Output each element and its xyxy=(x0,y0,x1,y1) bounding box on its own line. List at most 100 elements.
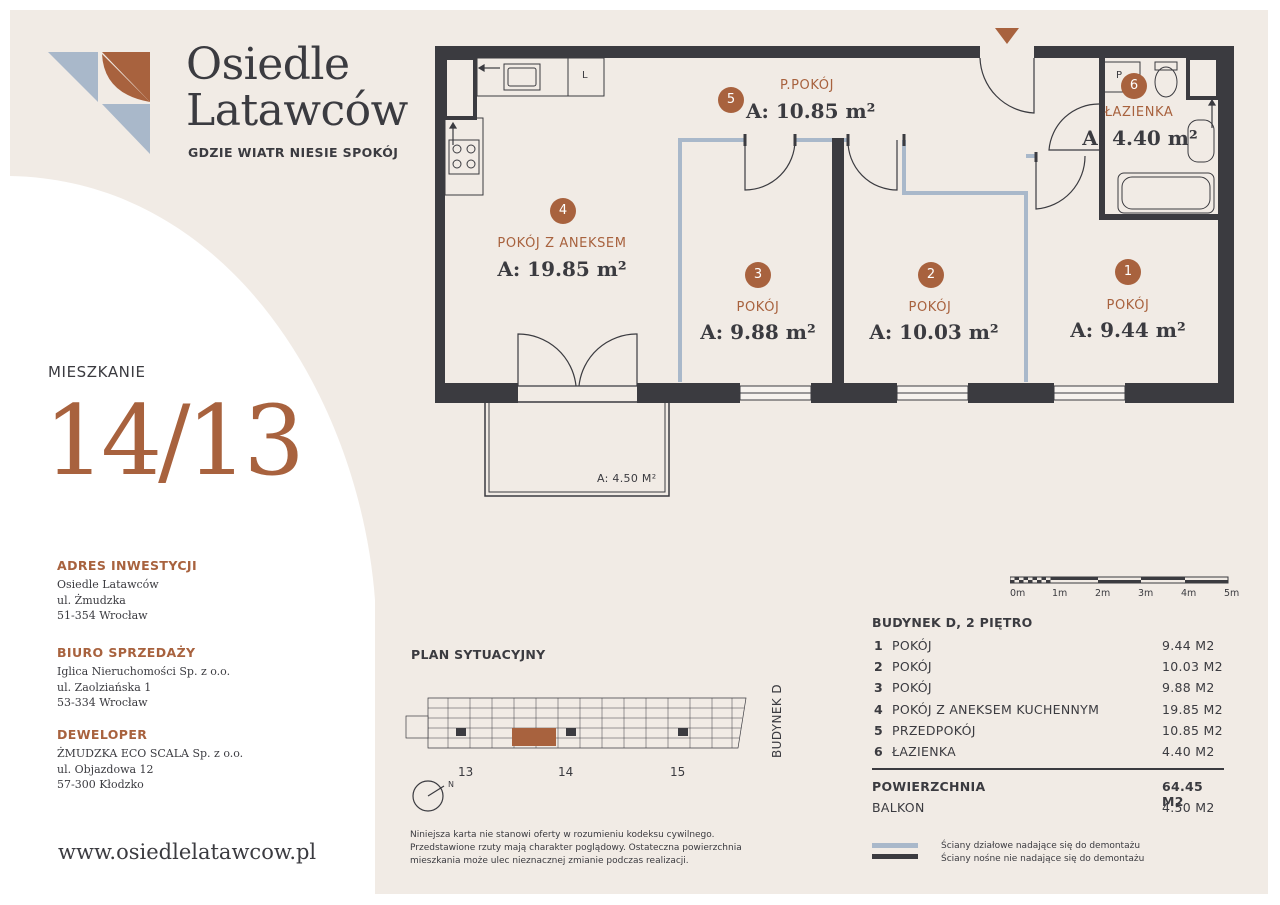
room-area: A: 19.85 m² xyxy=(497,257,627,281)
total-label: POWIERZCHNIA xyxy=(872,779,986,794)
room-name: POKÓJ xyxy=(908,300,952,315)
brand-title-line2: Latawców xyxy=(186,85,408,136)
site-plan-map xyxy=(405,697,747,749)
table-divider xyxy=(872,768,1224,770)
balcony-area: A: 4.50 M² xyxy=(597,472,657,485)
brand-title-line1: Osiedle xyxy=(186,39,350,90)
room-area: A: 4.40 m² xyxy=(1082,126,1198,150)
room-number-badge: 1 xyxy=(1115,259,1141,285)
stairwell-label: 14 xyxy=(558,765,574,779)
room-number-badge: 5 xyxy=(718,87,744,113)
room-area: A: 9.88 m² xyxy=(700,320,816,344)
compass-north-label: N xyxy=(448,780,454,789)
row-label: POKÓJ Z ANEKSEM KUCHENNYM xyxy=(892,702,1100,717)
legend-text-loadbearing: Ściany nośne nie nadające się do demonta… xyxy=(941,854,1145,864)
row-number: 3 xyxy=(874,680,883,695)
brand-tagline: GDZIE WIATR NIESIE SPOKÓJ xyxy=(188,145,399,160)
row-label: PRZEDPOKÓJ xyxy=(892,723,976,738)
row-number: 6 xyxy=(874,744,883,759)
fridge-label: L xyxy=(582,70,588,81)
area-table-row: 2 POKÓJ 10.03 M2 xyxy=(874,659,1224,679)
scale-label: 1m xyxy=(1052,588,1068,599)
balcony-row: BALKON 4.50 M2 xyxy=(872,800,1222,820)
legend-swatch-partition xyxy=(872,843,918,848)
developer-line: ul. Objazdowa 12 xyxy=(57,762,154,776)
website-link[interactable]: www.osiedlelatawcow.pl xyxy=(58,840,317,864)
building-title: BUDYNEK D, 2 PIĘTRO xyxy=(872,615,1033,630)
row-value: 4.40 M2 xyxy=(1162,744,1215,759)
unit-label: MIESZKANIE xyxy=(48,363,146,381)
brand-title: Osiedle Latawców xyxy=(186,42,408,134)
sales-office-line: Iglica Nieruchomości Sp. z o.o. xyxy=(57,665,231,678)
legend-swatch-loadbearing xyxy=(872,854,918,859)
room-name: POKÓJ xyxy=(1106,298,1150,313)
stairwell-label: 13 xyxy=(458,765,474,779)
sales-office-heading: BIURO SPRZEDAŻY xyxy=(57,645,196,660)
sales-office-line: ul. Zaolziańska 1 xyxy=(57,680,152,694)
sales-office-lines: Iglica Nieruchomości Sp. z o.o. ul. Zaol… xyxy=(57,664,230,711)
room-name: POKÓJ xyxy=(736,300,780,315)
row-label: POKÓJ xyxy=(892,680,932,695)
total-area-row: POWIERZCHNIA 64.45 M2 xyxy=(872,779,1222,809)
room-number-badge: 6 xyxy=(1121,73,1147,99)
logo-icon xyxy=(48,52,150,154)
row-value: 9.44 M2 xyxy=(1162,638,1215,653)
disclaimer-line: Przedstawione rzuty mają charakter poglą… xyxy=(410,843,742,853)
disclaimer-line: Niniejsza karta nie stanowi oferty w roz… xyxy=(410,830,715,840)
row-number: 4 xyxy=(874,702,883,717)
building-d-label: BUDYNEK D xyxy=(770,683,784,758)
address-line: Osiedle Latawców xyxy=(57,578,159,591)
room-area: A: 10.03 m² xyxy=(869,320,999,344)
room-name: POKÓJ Z ANEKSEM xyxy=(497,236,627,251)
developer-heading: DEWELOPER xyxy=(57,727,148,742)
row-value: 9.88 M2 xyxy=(1162,680,1215,695)
area-table-row: 3 POKÓJ 9.88 M2 xyxy=(874,680,1224,700)
scale-label: 3m xyxy=(1138,588,1154,599)
site-plan-title: PLAN SYTUACYJNY xyxy=(411,647,546,662)
washer-label: P xyxy=(1116,70,1123,81)
row-number: 1 xyxy=(874,638,883,653)
developer-line: 57-300 Kłodzko xyxy=(57,778,144,791)
room-name: P.POKÓJ xyxy=(779,78,835,93)
developer-line: ŻMUDZKA ECO SCALA Sp. z o.o. xyxy=(57,747,244,760)
room-number-badge: 3 xyxy=(745,262,771,288)
area-table-row: 6 ŁAZIENKA 4.40 M2 xyxy=(874,744,1224,764)
row-number: 2 xyxy=(874,659,883,674)
disclaimer-line: mieszkania może ulec nieznacznej zmianie… xyxy=(410,856,689,866)
area-table-row: 4 POKÓJ Z ANEKSEM KUCHENNYM 19.85 M2 xyxy=(874,702,1224,722)
row-label: POKÓJ xyxy=(892,659,932,674)
address-line: ul. Żmudzka xyxy=(57,593,126,607)
sales-office-line: 53-334 Wrocław xyxy=(57,696,148,709)
row-value: 10.85 M2 xyxy=(1162,723,1223,738)
address-line: 51-354 Wrocław xyxy=(57,609,148,622)
address-heading: ADRES INWESTYCJI xyxy=(57,558,198,573)
stairwell-label: 15 xyxy=(670,765,686,779)
row-number: 5 xyxy=(874,723,883,738)
row-label: ŁAZIENKA xyxy=(892,744,957,759)
scale-label: 4m xyxy=(1181,588,1197,599)
developer-lines: ŻMUDZKA ECO SCALA Sp. z o.o. ul. Objazdo… xyxy=(57,746,243,793)
row-value: 19.85 M2 xyxy=(1162,702,1223,717)
compass-icon xyxy=(412,780,445,812)
scale-label: 0m xyxy=(1010,588,1026,599)
unit-number: 14/13 xyxy=(44,385,305,497)
disclaimer: Niniejsza karta nie stanowi oferty w roz… xyxy=(410,829,742,868)
area-table-row: 5 PRZEDPOKÓJ 10.85 M2 xyxy=(874,723,1224,743)
room-number-badge: 4 xyxy=(550,198,576,224)
room-area: A: 10.85 m² xyxy=(746,99,876,123)
scale-bar xyxy=(1010,576,1229,584)
room-number-badge: 2 xyxy=(918,262,944,288)
room-name: ŁAZIENKA xyxy=(1104,105,1174,120)
address-lines: Osiedle Latawców ul. Żmudzka 51-354 Wroc… xyxy=(57,577,159,624)
balcony-label: BALKON xyxy=(872,800,925,815)
row-label: POKÓJ xyxy=(892,638,932,653)
legend-text-partition: Ściany działowe nadające się do demontaż… xyxy=(941,841,1141,851)
room-area: A: 9.44 m² xyxy=(1070,318,1186,342)
row-value: 10.03 M2 xyxy=(1162,659,1223,674)
scale-label: 2m xyxy=(1095,588,1111,599)
total-value: 64.45 M2 xyxy=(1162,779,1204,809)
scale-label: 5m xyxy=(1224,588,1240,599)
area-table-row: 1 POKÓJ 9.44 M2 xyxy=(874,638,1224,658)
